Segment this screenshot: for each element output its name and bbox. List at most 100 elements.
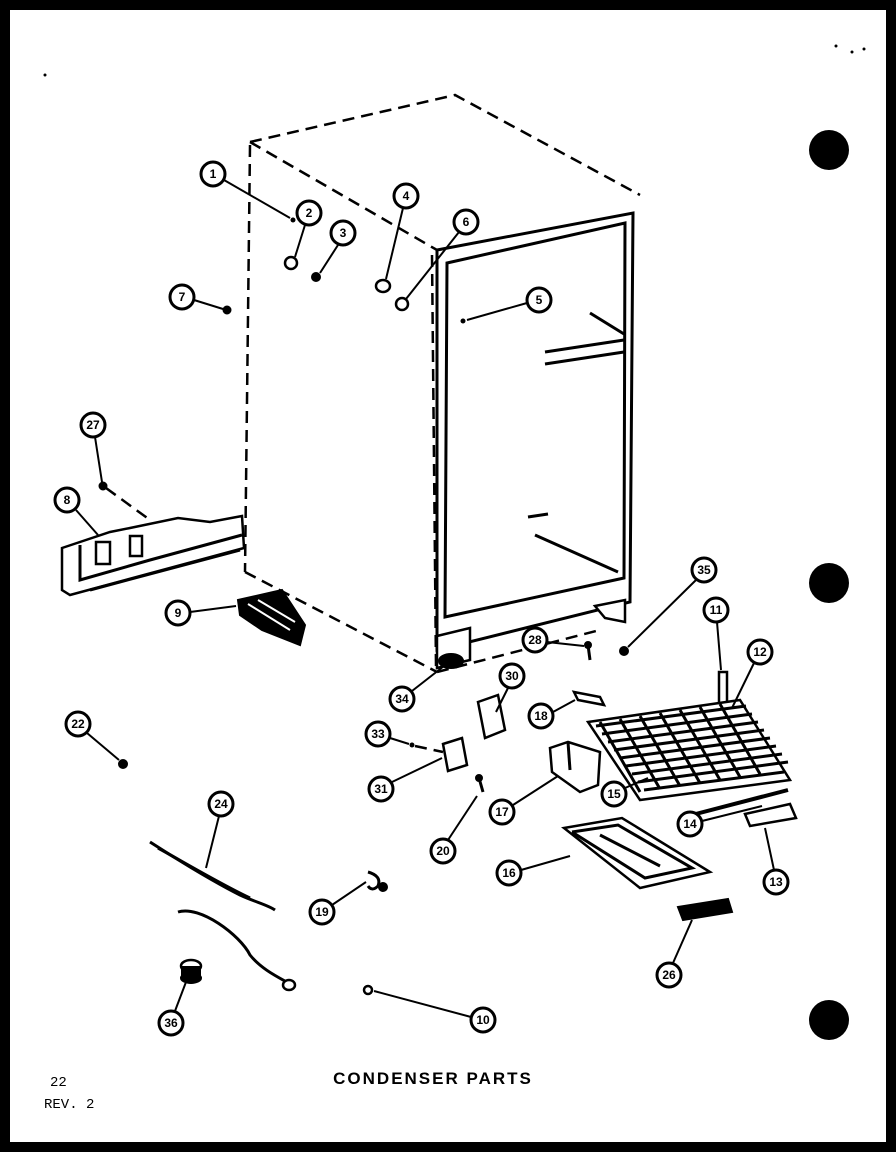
callout-20: 20 [429, 795, 478, 865]
callout-label: 10 [476, 1013, 490, 1027]
callout-11: 11 [702, 596, 730, 671]
part-31-plate [441, 736, 469, 773]
callout-24: 24 [205, 790, 235, 869]
callout-label: 34 [395, 692, 409, 706]
part-4-plug [374, 278, 392, 294]
part-6-nut [394, 296, 410, 312]
callout-label: 3 [340, 226, 347, 240]
callout-19: 19 [308, 881, 367, 926]
part-28-screw [584, 641, 592, 661]
callout-label: 36 [164, 1016, 178, 1030]
diagram-title: CONDENSER PARTS [333, 1069, 533, 1088]
page-number: 22 [50, 1075, 67, 1091]
callout-label: 6 [463, 215, 470, 229]
callout-5: 5 [466, 286, 553, 321]
part-36-grommet [179, 958, 203, 984]
callout-2: 2 [294, 199, 323, 258]
part-3-washer [311, 272, 321, 282]
callout-30: 30 [495, 662, 526, 713]
part-15-condenser-coil [585, 698, 793, 802]
part-27-screw [98, 481, 108, 491]
part-16-drip-tray [561, 816, 714, 890]
part-lower-tube-end [281, 978, 297, 992]
callout-17: 17 [488, 775, 559, 826]
callout-4: 4 [385, 182, 420, 280]
binder-hole-bottom [809, 1000, 849, 1040]
part-2-nut [283, 255, 299, 271]
callout-label: 20 [436, 844, 450, 858]
callout-label: 15 [607, 787, 621, 801]
callout-18: 18 [527, 699, 576, 730]
callout-label: 13 [769, 875, 783, 889]
part-19-clip [366, 870, 388, 892]
callout-label: 9 [175, 606, 182, 620]
part-22-screw [118, 759, 128, 769]
callout-12: 12 [731, 638, 774, 709]
binder-hole-top [809, 130, 849, 170]
callout-label: 28 [528, 633, 542, 647]
callout-7: 7 [168, 283, 224, 311]
part-35-screw [619, 646, 629, 656]
revision: REV. 2 [44, 1097, 94, 1113]
callout-label: 14 [683, 817, 697, 831]
part-17-bracket [548, 740, 602, 794]
part-8-bracket [60, 514, 246, 597]
callout-28: 28 [521, 626, 585, 654]
callout-label: 31 [374, 782, 388, 796]
part-7-plug [222, 305, 232, 315]
part-1-screw [290, 217, 296, 223]
binder-hole-middle [809, 563, 849, 603]
part-14-rod [687, 788, 789, 818]
callout-6: 6 [405, 208, 480, 300]
part-13-bracket [743, 802, 798, 828]
callout-1: 1 [199, 160, 291, 219]
callout-label: 18 [534, 709, 548, 723]
callout-27: 27 [79, 411, 151, 522]
callout-8: 8 [53, 486, 99, 536]
callout-label: 17 [495, 805, 509, 819]
callout-36: 36 [157, 981, 187, 1037]
callout-label: 1 [210, 167, 217, 181]
callout-33: 33 [364, 720, 444, 754]
part-5-screw [460, 318, 466, 324]
part-20-screw [475, 774, 485, 793]
callout-label: 27 [86, 418, 100, 432]
part-9-hinge [236, 588, 307, 647]
callout-16: 16 [495, 855, 571, 887]
callout-label: 26 [662, 968, 676, 982]
callout-label: 35 [697, 563, 711, 577]
callout-31: 31 [367, 757, 443, 803]
callout-label: 7 [179, 290, 186, 304]
callout-label: 4 [403, 189, 410, 203]
callout-label: 16 [502, 866, 516, 880]
part-26-pad [676, 897, 734, 922]
callout-label: 12 [753, 645, 767, 659]
part-18-clip [571, 690, 607, 707]
callout-label: 19 [315, 905, 329, 919]
part-24-wire-inner [157, 846, 251, 900]
part-10-screw [362, 984, 374, 996]
callout-9: 9 [164, 599, 237, 627]
part-lower-tube [177, 909, 293, 987]
callout-10: 10 [373, 990, 497, 1034]
part-24-wire [149, 840, 276, 912]
callout-label: 30 [505, 669, 519, 683]
specks [43, 44, 866, 77]
part-34-foot [438, 653, 464, 669]
callout-15: 15 [600, 777, 649, 808]
callout-35: 35 [627, 556, 718, 648]
callout-label: 22 [71, 717, 85, 731]
callout-label: 33 [371, 727, 385, 741]
callout-label: 11 [710, 603, 723, 617]
callout-34: 34 [388, 665, 445, 713]
callout-13: 13 [762, 827, 790, 896]
callout-label: 5 [536, 293, 543, 307]
part-33-screw [409, 742, 415, 748]
callout-14: 14 [676, 805, 763, 838]
callout-label: 24 [214, 797, 228, 811]
callout-label: 2 [306, 206, 313, 220]
callout-label: 8 [64, 493, 71, 507]
callout-3: 3 [319, 219, 357, 274]
